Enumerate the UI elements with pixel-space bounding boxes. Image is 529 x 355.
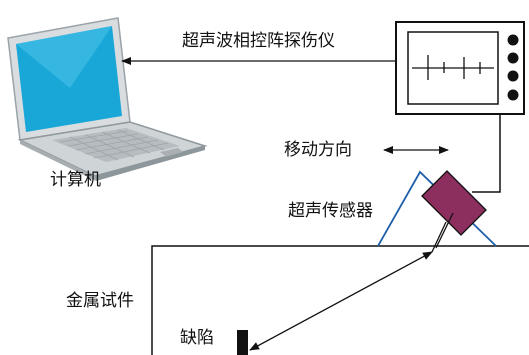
defect-marker [237, 330, 248, 355]
sensor-label: 超声传感器 [288, 201, 373, 221]
laptop-icon [7, 17, 208, 181]
beam-line [435, 212, 454, 249]
computer-label: 计算机 [50, 170, 101, 190]
knob-icon [507, 89, 519, 101]
beam-path-arrow [249, 251, 433, 351]
beam-line [431, 221, 447, 253]
instrument-label: 超声波相控阵探伤仪 [182, 31, 335, 51]
knob-icon [507, 70, 519, 82]
knob-icon [507, 34, 519, 46]
signal-waveform-icon [412, 55, 494, 80]
knob-icon [507, 52, 519, 64]
ultrasonic-sensor [421, 170, 487, 236]
specimen-label: 金属试件 [66, 291, 134, 311]
sensor-cable [472, 114, 501, 193]
defect-label: 缺陷 [180, 328, 214, 348]
movement-direction-label: 移动方向 [284, 140, 352, 160]
phased-array-instrument [395, 21, 525, 115]
